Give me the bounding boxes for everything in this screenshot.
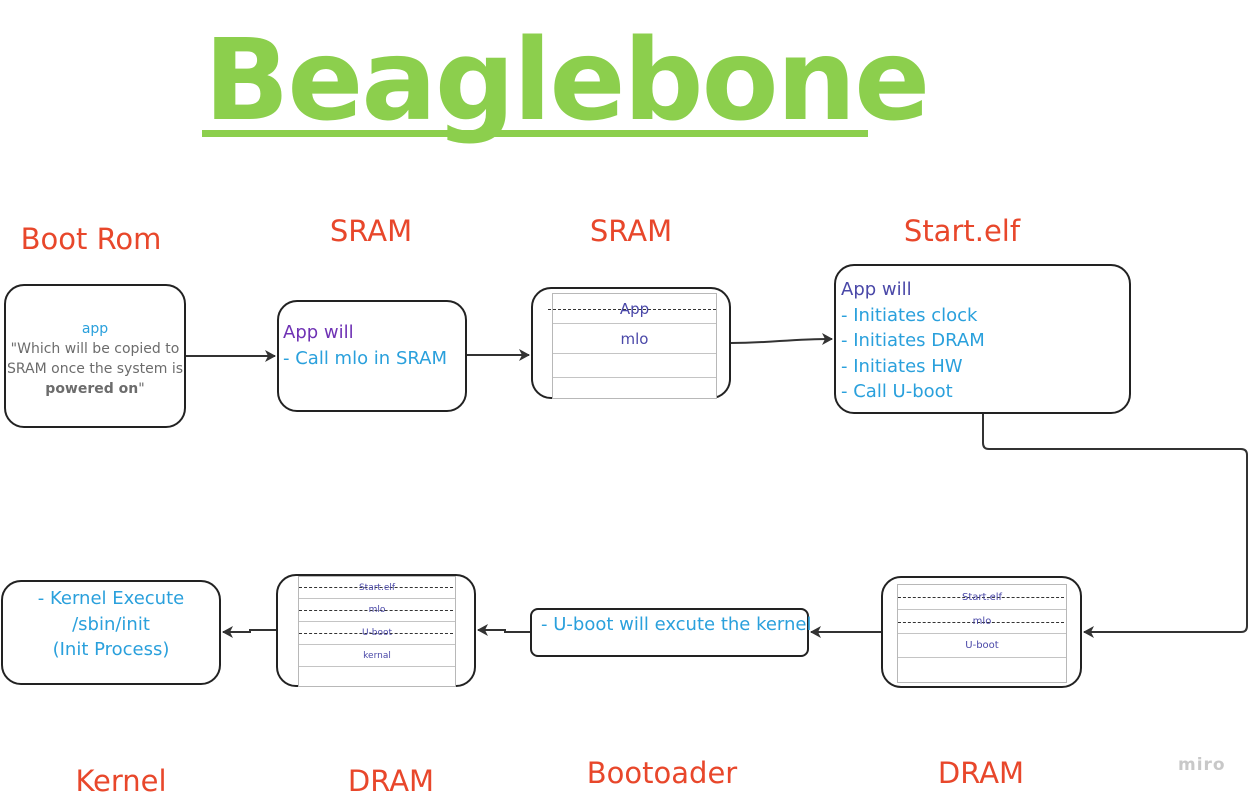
sram-mem-row-mlo-label: mlo [620, 330, 649, 348]
start-elf-line-5: - Call U-boot [841, 381, 953, 402]
label-start-elf: Start.elf [903, 214, 1021, 248]
dram-left-row-kernal: kernal [299, 645, 455, 667]
boot-rom-desc-line-1: "Which will be copied to [10, 341, 180, 357]
dram-left-divider-3 [299, 633, 453, 634]
label-sram-2: SRAM [589, 214, 673, 248]
dram-right-row-uboot-label: U-boot [965, 640, 999, 651]
bootloader-line-1: - U-boot will excute the kernel [541, 614, 812, 635]
dram-right-memory-box: Start.elf mlo U-boot [881, 576, 1082, 688]
bootloader-box: - U-boot will excute the kernel [530, 608, 812, 657]
arrow-startelf-to-dram [982, 414, 1248, 638]
title-underline [202, 130, 868, 137]
dram-left-row-start-elf-label: Start.elf [358, 583, 396, 593]
start-elf-box: App will - Initiates clock - Initiates D… [834, 264, 1131, 414]
start-elf-line-2: - Initiates clock [841, 304, 978, 326]
arrow-dram-to-kernel [222, 626, 276, 638]
kernel-line-1: - Kernel Execute [37, 588, 185, 609]
sram-mem-row-mlo: mlo [553, 324, 716, 354]
dram-left-row-uboot: U-boot [299, 622, 455, 645]
label-boot-rom: Boot Rom [20, 222, 162, 256]
dram-left-memory-map: Start.elf mlo U-boot kernal [298, 576, 456, 687]
start-elf-line-1: App will [841, 279, 912, 300]
sram-box-line-1: App will [283, 322, 354, 343]
kernel-line-2: /sbin/init [72, 613, 150, 635]
dram-left-memory-box: Start.elf mlo U-boot kernal [276, 574, 476, 687]
dram-right-divider-2 [898, 622, 1064, 623]
sram-memory-map: App mlo [548, 293, 717, 399]
label-kernel: Kernel [75, 764, 167, 798]
boot-rom-desc-bold: powered on [45, 381, 139, 397]
dram-left-row-kernal-label: kernal [363, 651, 391, 661]
dram-right-divider-1 [898, 597, 1064, 598]
dram-left-row-uboot-label: U-boot [361, 628, 393, 638]
boot-rom-app-text: app [81, 321, 109, 337]
kernel-line-3: (Init Process) [52, 639, 170, 660]
kernel-box: - Kernel Execute /sbin/init (Init Proces… [1, 580, 221, 685]
boot-rom-box: app "Which will be copied to SRAM once t… [4, 284, 186, 428]
dram-right-row-start-elf-label: Start.elf [961, 592, 1003, 603]
dram-right-row-start-elf: Start.elf [898, 585, 1066, 610]
dram-right-memory-map: Start.elf mlo U-boot [897, 584, 1067, 683]
dram-right-row-uboot: U-boot [898, 634, 1066, 658]
dram-left-divider-2 [299, 610, 453, 611]
miro-watermark: miro [1178, 755, 1226, 775]
dram-right-row-mlo-label: mlo [972, 616, 992, 627]
label-bootloader: Bootoader [586, 756, 738, 790]
sram-mem-divider [548, 309, 716, 310]
label-sram-1: SRAM [329, 214, 413, 248]
dram-left-row-mlo-label: mlo [368, 605, 386, 615]
dram-left-row-mlo: mlo [299, 599, 455, 622]
boot-rom-desc-line-3: powered on" [6, 379, 184, 399]
dram-left-divider-1 [299, 587, 453, 588]
label-dram-2: DRAM [937, 756, 1025, 790]
boot-rom-desc-line-2: SRAM once the system is [6, 361, 184, 377]
boot-rom-desc-end: " [138, 381, 145, 397]
sram-mem-row-empty-1 [553, 354, 716, 378]
sram-box-line-2: - Call mlo in SRAM [283, 347, 447, 369]
sram-box: App will - Call mlo in SRAM [277, 300, 467, 412]
arrow-mem-to-startelf [730, 333, 833, 346]
start-elf-line-4: - Initiates HW [841, 355, 963, 377]
arrow-bootloader-to-dram [477, 624, 530, 636]
sram-memory-box: App mlo [531, 287, 731, 399]
sram-mem-row-app-label: App [619, 300, 650, 318]
start-elf-line-3: - Initiates DRAM [841, 330, 985, 351]
dram-right-row-mlo: mlo [898, 610, 1066, 634]
dram-left-row-start-elf: Start.elf [299, 577, 455, 599]
label-dram-1: DRAM [347, 764, 435, 798]
diagram-title: Beaglebone [204, 16, 930, 146]
sram-mem-row-app: App [548, 294, 716, 324]
